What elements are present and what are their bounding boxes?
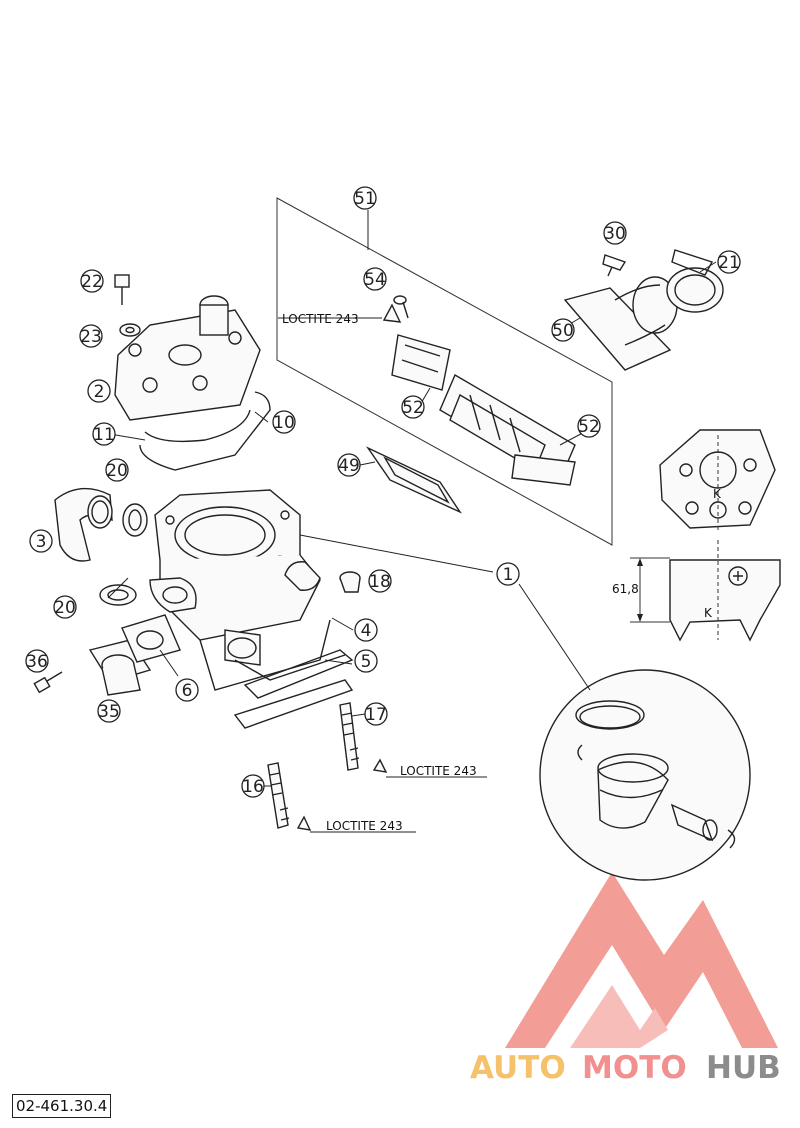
svg-text:17: 17 [365,705,387,725]
loctite-labels: LOCTITE 243 LOCTITE 243 LOCTITE 243 [282,312,477,833]
loctite-label-54: LOCTITE 243 [282,312,359,326]
dimension-label: 61,8 [612,582,639,596]
callout-2: 2 [87,379,111,403]
svg-text:10: 10 [273,413,295,433]
piston-detail [539,669,751,881]
reed-valve-block [391,334,576,486]
svg-text:30: 30 [604,224,626,244]
svg-text:35: 35 [98,702,120,722]
watermark-text: AUTO MOTO HUB [470,1050,781,1086]
callout-23: 23 [79,324,103,348]
k-mark-side: K [704,606,713,620]
bolt-22 [114,274,141,337]
screw-54 [382,295,409,323]
reed-valve-kit-frame [276,197,613,546]
callout-49: 49 [337,453,361,477]
callout-35: 35 [97,699,121,723]
callout-21: 21 [717,250,741,274]
base-gaskets [233,649,354,729]
head-top-view [659,429,776,530]
sleeve-18 [339,571,361,593]
svg-text:52: 52 [578,417,600,437]
svg-text:2: 2 [94,382,105,402]
head-side-view [630,540,781,642]
callout-11: 11 [92,422,116,446]
callout-1: 1 [496,562,520,586]
svg-text:20: 20 [54,598,76,618]
watermark-word-hub: HUB [706,1050,781,1086]
svg-text:21: 21 [718,253,740,273]
svg-text:20: 20 [106,461,128,481]
svg-text:49: 49 [338,456,360,476]
callouts: 51 30 21 54 22 50 23 2 52 11 10 52 20 49… [25,186,741,798]
svg-text:51: 51 [354,189,376,209]
exhaust-flange [33,614,181,696]
intake-manifold [563,249,724,371]
callout-30: 30 [603,221,627,245]
callout-17: 17 [364,702,388,726]
callout-10: 10 [272,410,296,434]
callout-36: 36 [25,649,49,673]
svg-text:50: 50 [552,321,574,341]
svg-text:1: 1 [503,565,514,585]
svg-text:18: 18 [369,572,391,592]
watermark-logo [505,872,778,1048]
svg-text:23: 23 [80,327,102,347]
svg-text:4: 4 [361,621,372,641]
callout-3: 3 [29,529,53,553]
svg-text:6: 6 [182,681,193,701]
callout-18: 18 [368,569,392,593]
callout-5: 5 [354,649,378,673]
callout-50: 50 [551,318,575,342]
svg-text:16: 16 [242,777,264,797]
head-gaskets [139,391,271,471]
svg-text:22: 22 [81,272,103,292]
svg-text:5: 5 [361,652,372,672]
reference-code: 02-461.30.4 [12,1094,112,1118]
cylinder [149,489,346,691]
callout-4: 4 [354,618,378,642]
svg-text:3: 3 [36,532,47,552]
k-mark-top: K [713,487,722,501]
leader-lines [107,210,717,833]
svg-text:11: 11 [93,425,115,445]
svg-text:36: 36 [26,652,48,672]
callout-51: 51 [353,186,377,210]
callout-16: 16 [241,774,265,798]
svg-text:52: 52 [402,398,424,418]
cylinder-head [114,295,261,421]
watermark-word-moto: MOTO [582,1050,687,1086]
watermark-word-auto: AUTO [470,1050,566,1086]
loctite-label-17: LOCTITE 243 [400,764,477,778]
loctite-label-16: LOCTITE 243 [326,819,403,833]
callout-22: 22 [80,269,104,293]
callout-6: 6 [175,678,199,702]
svg-text:54: 54 [364,270,386,290]
hose-clamps [99,503,148,606]
callout-20-a: 20 [105,458,129,482]
studs [267,702,388,831]
gasket-49 [365,446,462,514]
callout-20-b: 20 [53,595,77,619]
callout-54: 54 [363,267,387,291]
hose-elbow [54,487,113,562]
callout-52-b: 52 [577,414,601,438]
callout-52-a: 52 [401,395,425,419]
